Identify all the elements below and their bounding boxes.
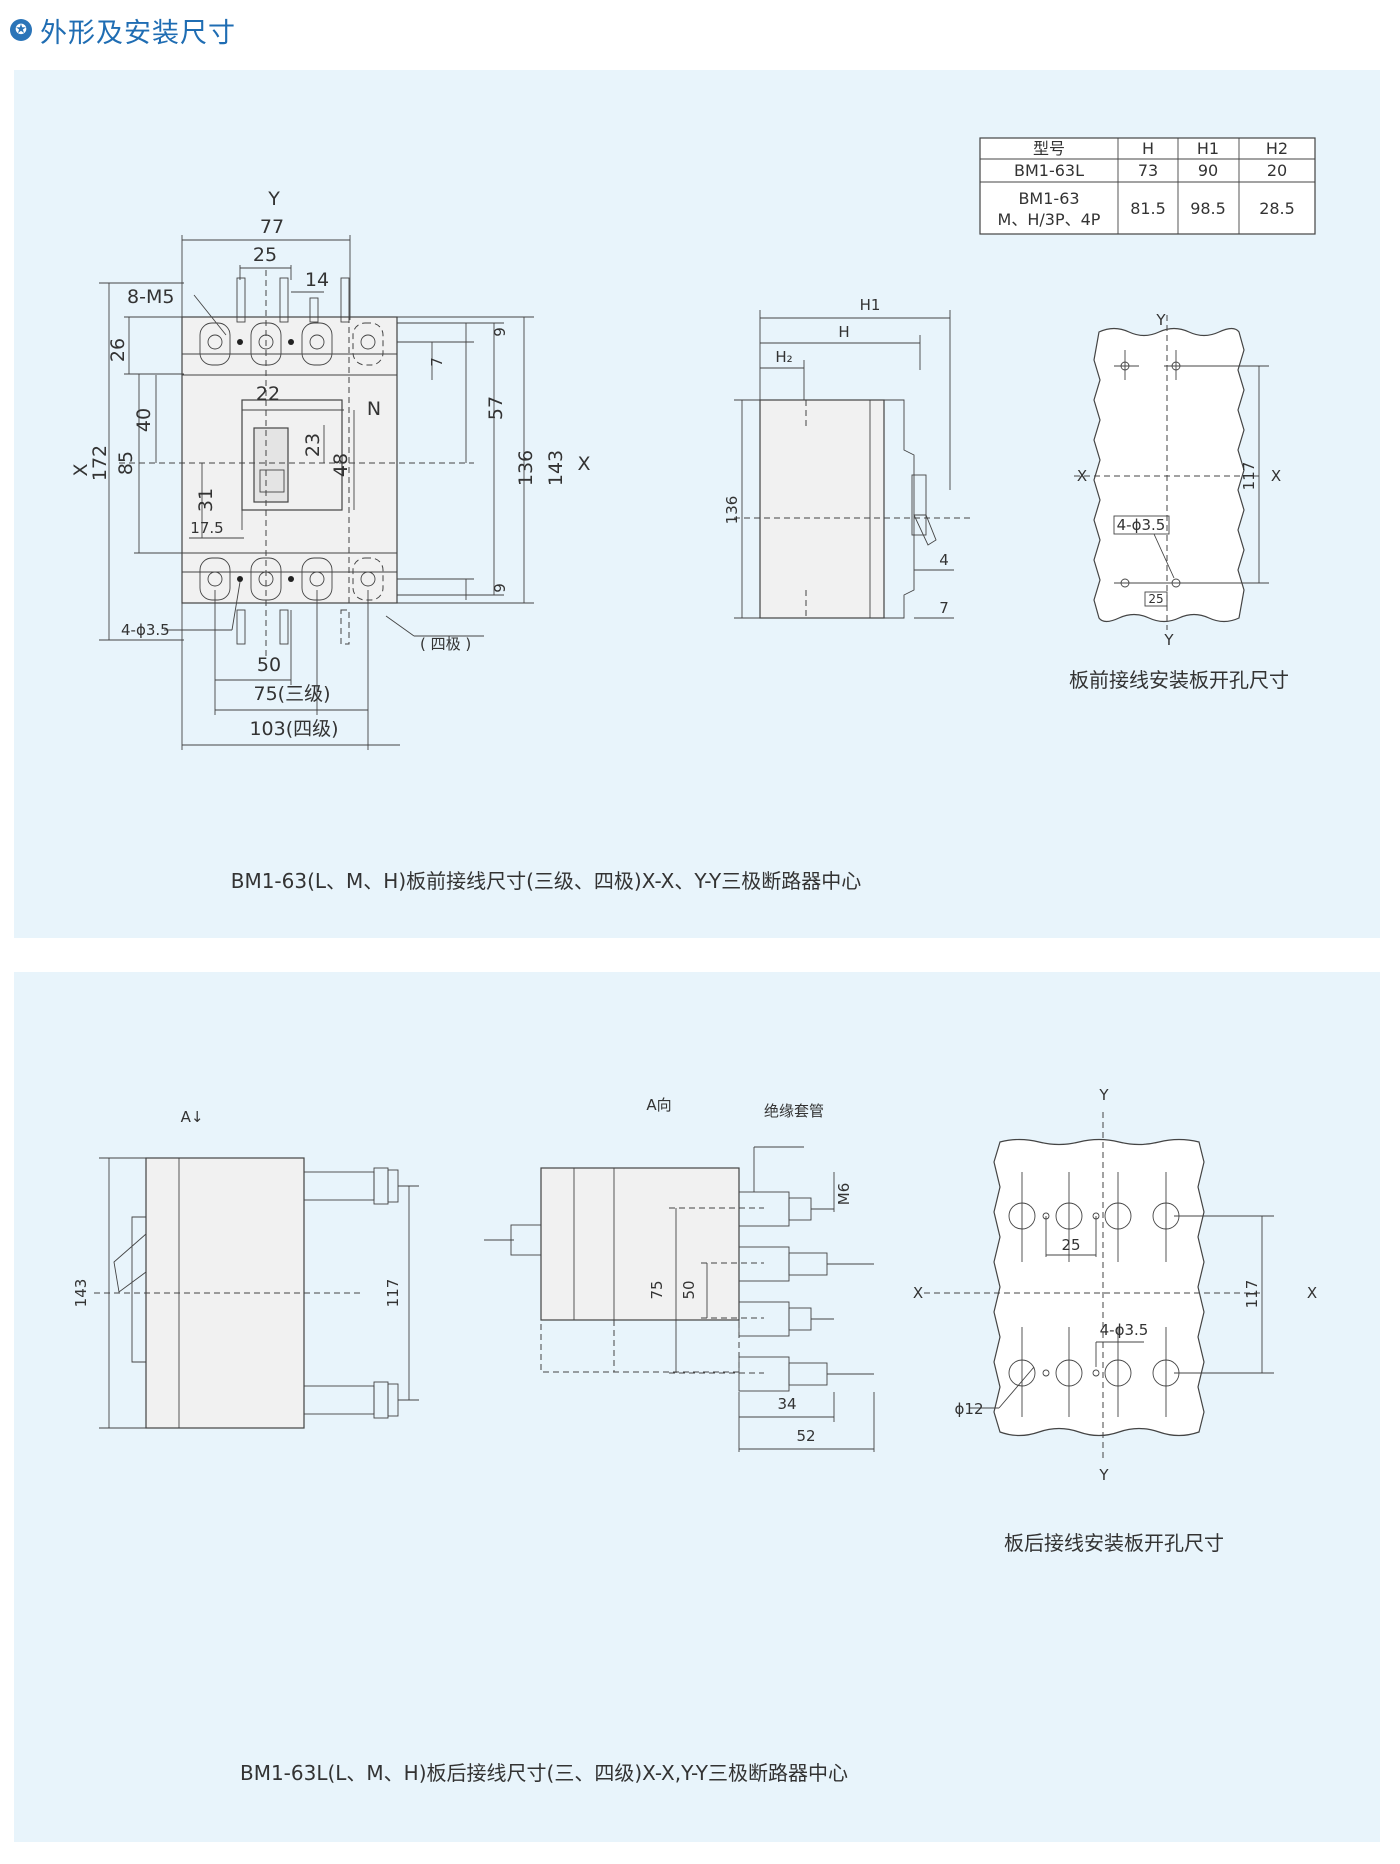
dim-9-top: 9 <box>491 327 509 337</box>
dim-8-m5: 8-M5 <box>127 286 174 308</box>
dim-22: 22 <box>256 383 280 405</box>
section-title: 外形及安装尺寸 <box>40 17 236 49</box>
table-cell: 98.5 <box>1190 199 1226 218</box>
panel1-caption: BM1-63(L、M、H)板前接线尺寸(三级、四极)X-X、Y-Y三极断路器中心 <box>231 869 862 893</box>
table-header-model: 型号 <box>1033 139 1065 158</box>
rear-plate-cutout: Y Y X X 25 117 4-ϕ3.5 ϕ12 板后接线安装板开孔尺寸 <box>913 1086 1317 1555</box>
view-dim-75: 75 <box>648 1280 666 1299</box>
table-cell: 28.5 <box>1259 199 1295 218</box>
dim-h: H <box>838 323 849 341</box>
dim-103: 103(四级) <box>249 718 338 740</box>
dim-48: 48 <box>330 453 352 477</box>
panel2-caption: BM1-63L(L、M、H)板后接线尺寸(三、四级)X-X,Y-Y三极断路器中心 <box>240 1761 848 1785</box>
rear-plate-y-bottom: Y <box>1098 1466 1109 1484</box>
dim-143: 143 <box>545 450 567 486</box>
star-icon: ✪ <box>10 19 32 41</box>
table-cell: BM1-63L <box>1014 161 1084 180</box>
rear-plate-phi12: ϕ12 <box>955 1400 984 1418</box>
dim-23: 23 <box>302 433 324 457</box>
side-view: H1 H H₂ 136 4 7 <box>723 296 974 619</box>
dim-172: 172 <box>89 445 111 481</box>
plate-dim-117: 117 <box>1240 462 1258 491</box>
section-header: ✪ 外形及安装尺寸 <box>10 10 236 50</box>
four-pole-note: ( 四极 ) <box>420 635 471 653</box>
dim-75: 75(三级) <box>253 683 330 705</box>
table-header-h: H <box>1142 139 1154 158</box>
plate-caption: 板前接线安装板开孔尺寸 <box>1069 668 1289 692</box>
rear-side-view: A↓ 143 117 <box>72 1108 419 1429</box>
spec-table: 型号 H H1 H2 BM1-63L 73 90 20 BM1-63 M、H/3… <box>979 137 1316 235</box>
dim-136: 136 <box>515 450 537 486</box>
dim-14: 14 <box>305 269 329 291</box>
table-cell: 73 <box>1138 161 1158 180</box>
plate-y-top: Y <box>1155 311 1166 329</box>
dim-40: 40 <box>133 408 155 432</box>
table-cell: 20 <box>1267 161 1287 180</box>
dim-25: 25 <box>253 244 277 266</box>
dim-50: 50 <box>257 654 281 676</box>
front-plate-cutout: Y Y X X 117 4-ϕ3.5 25 板前接线安装板开孔尺寸 <box>1069 311 1289 692</box>
plate-hole-label: 4-ϕ3.5 <box>1117 516 1166 534</box>
side-body <box>759 399 885 619</box>
rear-a-view: A向 绝缘套管 M6 50 75 34 52 <box>484 1096 875 1452</box>
insulating-sleeve-label: 绝缘套管 <box>764 1102 824 1120</box>
rear-plate-dim-117: 117 <box>1243 1280 1261 1309</box>
a-view-label: A向 <box>646 1096 671 1114</box>
dim-h2: H₂ <box>775 348 792 366</box>
dim-17-5: 17.5 <box>190 519 223 537</box>
dim-7-side: 7 <box>939 599 949 617</box>
a-view-body <box>540 1167 740 1321</box>
rear-dim-143: 143 <box>72 1279 90 1308</box>
front-wiring-panel: Y 77 25 14 8-M5 26 40 85 172 X 22 N 23 4… <box>14 70 1380 938</box>
rear-plate-x-right: X <box>1307 1284 1317 1302</box>
rear-wiring-drawing: A↓ 143 117 A向 绝缘套管 M <box>72 1086 1317 1785</box>
plate-dim-25: 25 <box>1148 592 1163 606</box>
rear-dim-117: 117 <box>384 1279 402 1308</box>
dim-h1: H1 <box>860 296 881 314</box>
dim-31: 31 <box>195 488 217 512</box>
dim-7: 7 <box>428 357 446 367</box>
x-axis-label-left: X <box>70 463 92 476</box>
dim-4: 4 <box>939 551 949 569</box>
rear-plate-hole-label: 4-ϕ3.5 <box>1100 1321 1149 1339</box>
dim-26: 26 <box>107 338 129 362</box>
view-a-marker: A↓ <box>181 1108 204 1126</box>
dim-9-bottom: 9 <box>491 583 509 593</box>
dim-136-side: 136 <box>723 496 741 525</box>
dim-85: 85 <box>115 451 137 475</box>
view-dim-34: 34 <box>777 1395 796 1413</box>
view-dim-50: 50 <box>680 1280 698 1299</box>
rear-plate-x-left: X <box>913 1284 923 1302</box>
table-header-h1: H1 <box>1197 139 1219 158</box>
plate-x-left: X <box>1077 467 1087 485</box>
x-axis-label-right: X <box>577 453 590 475</box>
y-axis-label-top: Y <box>267 188 280 210</box>
front-wiring-drawing: Y 77 25 14 8-M5 26 40 85 172 X 22 N 23 4… <box>70 137 1316 893</box>
plate-x-right: X <box>1271 467 1281 485</box>
table-cell: 90 <box>1198 161 1218 180</box>
bolt-m6-label: M6 <box>835 1183 853 1206</box>
top-terminals <box>199 277 384 366</box>
table-cell: M、H/3P、4P <box>998 210 1101 229</box>
rear-plate-dim-25: 25 <box>1061 1236 1080 1254</box>
mount-hole-label: 4-ϕ3.5 <box>121 621 170 639</box>
table-cell: 81.5 <box>1130 199 1166 218</box>
neutral-label: N <box>367 398 381 420</box>
dim-77: 77 <box>260 216 284 238</box>
table-header-h2: H2 <box>1266 139 1288 158</box>
dim-57: 57 <box>485 396 507 420</box>
rear-plate-caption: 板后接线安装板开孔尺寸 <box>1004 1531 1224 1555</box>
view-dim-52: 52 <box>796 1427 815 1445</box>
front-view: Y 77 25 14 8-M5 26 40 85 172 X 22 N 23 4… <box>70 188 591 750</box>
rear-plate-y-top: Y <box>1098 1086 1109 1104</box>
table-cell: BM1-63 <box>1018 189 1079 208</box>
operating-handle <box>253 427 289 503</box>
plate-y-bottom: Y <box>1163 631 1174 649</box>
rear-wiring-panel: A↓ 143 117 A向 绝缘套管 M <box>14 972 1380 1842</box>
